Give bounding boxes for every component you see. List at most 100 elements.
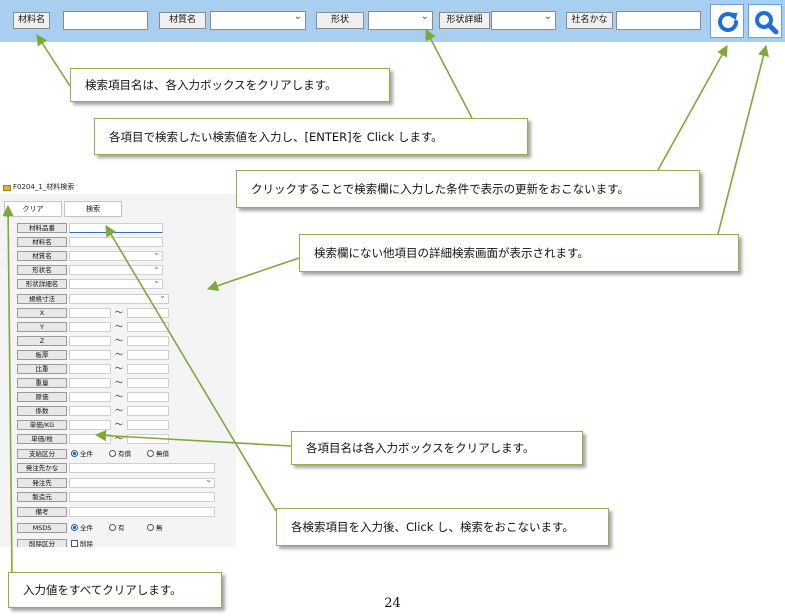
material-quality-select[interactable] [210, 11, 306, 30]
radio-icon [147, 450, 154, 457]
price-sheet-from-input[interactable] [69, 434, 111, 444]
pointer-line [94, 429, 292, 447]
radio-label: 全件 [80, 524, 93, 532]
z-to-input[interactable] [127, 336, 169, 346]
shape-button[interactable]: 形状 [316, 12, 364, 29]
pointer-line [105, 225, 277, 512]
field-label-spec-size[interactable]: 規格寸法 [17, 294, 67, 304]
field-label-shape-detail[interactable]: 形状詳細名 [17, 279, 67, 289]
range-separator: ～ [115, 336, 123, 345]
pointer-line [717, 44, 769, 235]
refresh-icon [718, 12, 738, 32]
field-label-material-code[interactable]: 材料品番 [17, 223, 67, 233]
thickness-to-input[interactable] [127, 350, 169, 360]
field-label-material-quality[interactable]: 材質名 [17, 251, 67, 261]
remarks-input[interactable] [69, 507, 215, 517]
field-label-material-name[interactable]: 材料名 [17, 237, 67, 247]
field-label-cost[interactable]: 原価 [17, 392, 67, 402]
material-code-input[interactable] [69, 223, 163, 233]
field-label-remarks[interactable]: 備考 [17, 507, 67, 517]
radio-label: 無償 [156, 450, 169, 458]
range-separator: ～ [115, 434, 123, 443]
callout-enter-value: 各項目で検索したい検索値を入力し、[ENTER]を Click します。 [94, 118, 528, 155]
material-name-button[interactable]: 材料名 [13, 12, 50, 29]
field-label-x[interactable]: X [17, 308, 67, 318]
supply-option-all[interactable]: 全件 [71, 449, 93, 459]
pointer-line [206, 257, 300, 292]
window-icon [3, 185, 11, 191]
supplier-select[interactable] [69, 475, 215, 488]
range-separator: ～ [115, 308, 123, 317]
supply-option-paid[interactable]: 有償 [109, 449, 131, 459]
callout-run-search: 各検索項目を入力後、Click し、検索をおこないます。 [276, 508, 609, 546]
form-shape-detail-select[interactable] [69, 276, 163, 289]
gravity-from-input[interactable] [69, 364, 111, 374]
radio-selected-icon [71, 524, 78, 531]
field-label-supplier-kana[interactable]: 発注先かな [17, 463, 67, 473]
thickness-from-input[interactable] [69, 350, 111, 360]
callout-clear-all: 入力値をすべてクリアします。 [8, 572, 222, 608]
field-label-coefficient[interactable]: 係数 [17, 406, 67, 416]
msds-option-all[interactable]: 全件 [71, 523, 93, 533]
field-label-z[interactable]: Z [17, 336, 67, 346]
radio-label: 無 [156, 524, 163, 532]
form-shape-select[interactable] [69, 262, 163, 275]
field-label-shape-name[interactable]: 形状名 [17, 265, 67, 275]
shape-select[interactable] [368, 11, 433, 30]
checkbox-label: 削除 [80, 540, 93, 547]
supplier-kana-input[interactable] [69, 463, 215, 473]
material-quality-button[interactable]: 材質名 [159, 12, 206, 29]
refresh-button[interactable] [710, 4, 744, 38]
price-kg-from-input[interactable] [69, 420, 111, 430]
callout-refresh: クリックすることで検索欄に入力した条件で表示の更新をおこないます。 [236, 170, 700, 208]
delete-checkbox[interactable]: 削除 [71, 539, 93, 547]
y-from-input[interactable] [69, 322, 111, 332]
price-kg-to-input[interactable] [127, 420, 169, 430]
callout-detail-search: 検索欄にない他項目の詳細検索画面が表示されます。 [299, 234, 739, 272]
coefficient-to-input[interactable] [127, 406, 169, 416]
callout-clear-field-form: 各項目名は各入力ボックスをクリアします。 [291, 431, 583, 465]
pointer-line [36, 34, 71, 87]
shape-detail-select[interactable] [491, 11, 556, 30]
field-label-y[interactable]: Y [17, 322, 67, 332]
search-button[interactable] [748, 4, 782, 38]
field-label-specific-gravity[interactable]: 比重 [17, 364, 67, 374]
supply-option-free[interactable]: 無償 [147, 449, 169, 459]
msds-option-no[interactable]: 無 [147, 523, 163, 533]
z-from-input[interactable] [69, 336, 111, 346]
cost-to-input[interactable] [127, 392, 169, 402]
form-material-quality-select[interactable] [69, 248, 163, 261]
field-label-supplier[interactable]: 発注先 [17, 478, 67, 488]
callout-clear-field-top: 検索項目名は、各入力ボックスをクリアします。 [70, 68, 390, 102]
material-name-input[interactable] [63, 11, 148, 30]
shape-detail-button[interactable]: 形状詳細 [439, 12, 490, 29]
y-to-input[interactable] [127, 322, 169, 332]
weight-to-input[interactable] [127, 378, 169, 388]
form-search-button[interactable]: 検索 [64, 201, 122, 217]
spec-size-select[interactable] [69, 291, 169, 304]
form-title-bar: F0204_1_材料検索 [0, 181, 236, 194]
gravity-to-input[interactable] [127, 364, 169, 374]
weight-from-input[interactable] [69, 378, 111, 388]
radio-icon [109, 524, 116, 531]
msds-option-yes[interactable]: 有 [109, 523, 125, 533]
field-label-manufacturer[interactable]: 製造元 [17, 492, 67, 502]
checkbox-icon [71, 540, 78, 547]
field-label-supply: 支給区分 [17, 449, 67, 459]
coefficient-from-input[interactable] [69, 406, 111, 416]
company-kana-input[interactable] [616, 11, 701, 30]
field-label-unit-price-kg[interactable]: 単価/KG [17, 420, 67, 430]
x-to-input[interactable] [127, 308, 169, 318]
x-from-input[interactable] [69, 308, 111, 318]
company-kana-button[interactable]: 社名かな [566, 12, 613, 29]
radio-icon [109, 450, 116, 457]
cost-from-input[interactable] [69, 392, 111, 402]
manufacturer-input[interactable] [69, 492, 215, 502]
pointer-line [425, 29, 473, 119]
page-number: 24 [384, 596, 401, 611]
field-label-unit-price-sheet[interactable]: 単価/枚 [17, 434, 67, 444]
field-label-weight[interactable]: 重量 [17, 378, 67, 388]
range-separator: ～ [115, 350, 123, 359]
field-label-thickness[interactable]: 板厚 [17, 350, 67, 360]
